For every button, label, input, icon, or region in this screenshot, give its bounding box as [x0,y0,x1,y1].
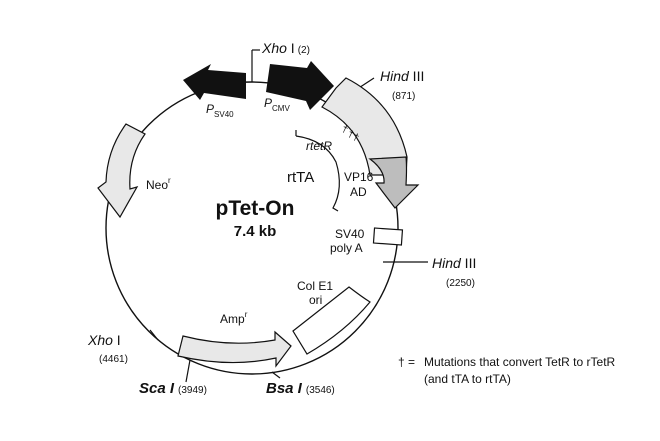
plasmid-size: 7.4 kb [234,223,277,240]
label-psv40: PSV40 [206,102,234,119]
site-hind3-top-pos: (871) [392,91,415,102]
label-sv40: SV40 [335,227,365,241]
label-vp16-ad: AD [350,185,367,199]
site-hind3-top: Hind III [380,68,424,84]
site-xho1-left-pos: (4461) [99,354,128,365]
mutation-dagger: † [340,124,350,136]
label-sv40-polya: poly A [330,241,363,255]
ampr-arrow [177,330,292,368]
cole1-box [292,286,371,355]
pcmv-arrow [266,61,334,110]
legend-symbol: † = [398,355,415,369]
label-rtetr: rtetR [306,139,332,153]
mutation-dagger: † [346,129,356,141]
label-pcmv: PCMV [264,96,290,113]
site-hind3-right: Hind III [432,255,476,271]
sv40-polya-box [372,227,404,246]
legend-line2: (and tTA to rtTA) [424,372,511,386]
site-hind3-right-pos: (2250) [446,278,475,289]
tick-xho1-left [149,329,159,341]
label-ampr: Ampr [220,310,248,326]
plasmid-name: pTet-On [216,197,295,220]
mutation-dagger: † [351,132,361,144]
label-neor: Neor [146,176,171,192]
tick-sca1 [185,359,191,383]
site-xho1-left: Xho I [87,332,121,348]
label-vp16: VP16 [344,170,374,184]
label-rtta: rtTA [287,169,314,186]
label-cole1-ori: ori [309,293,322,307]
rtta-bracket [295,135,340,212]
site-bsa1: Bsa I(3546) [266,380,335,397]
tick-bsa1 [271,371,281,379]
site-xho1-top: Xho I(2) [261,40,310,56]
label-cole1: Col E1 [297,279,333,293]
vp16-arrow [368,156,420,209]
site-sca1: Sca I(3949) [139,380,207,397]
psv40-arrow [183,64,246,100]
legend-line1: Mutations that convert TetR to rTetR [424,355,616,369]
neor-arrow [97,123,146,219]
